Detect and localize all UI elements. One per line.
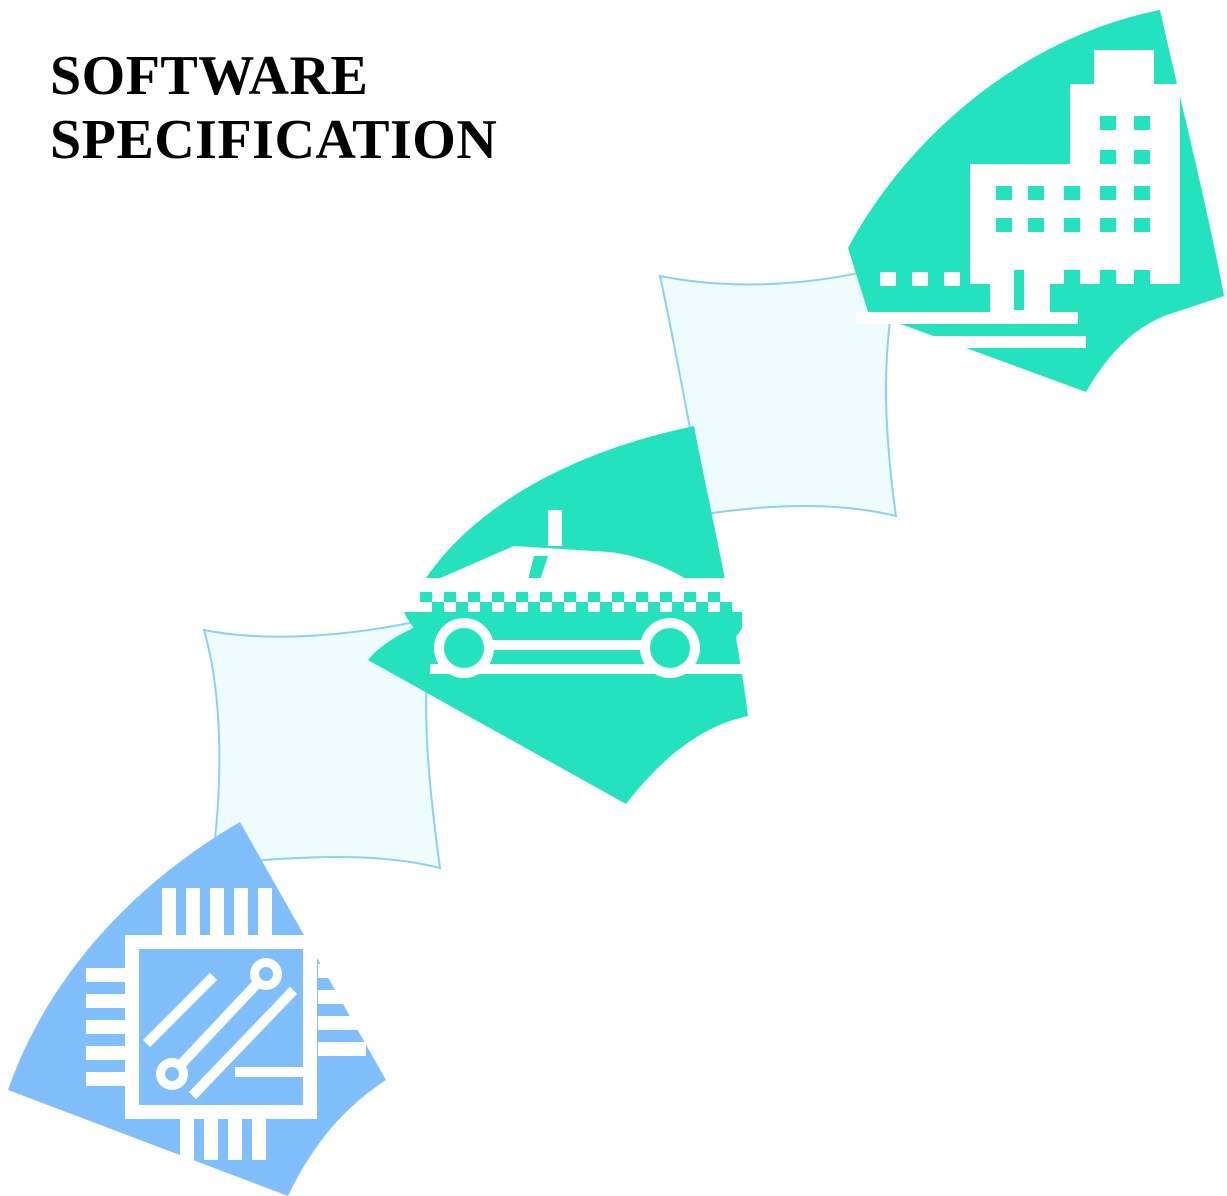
office-building-icon <box>848 10 1224 392</box>
page-title-line-1: SOFTWARE <box>50 45 369 107</box>
circuit-board-tile <box>8 822 386 1196</box>
taxi-icon <box>368 426 748 804</box>
page-title: SOFTWARE SPECIFICATION <box>50 44 497 172</box>
page-title-line-2: SPECIFICATION <box>50 109 498 171</box>
circuit-board-icon <box>8 822 386 1196</box>
connector-panel-lower <box>202 616 442 870</box>
